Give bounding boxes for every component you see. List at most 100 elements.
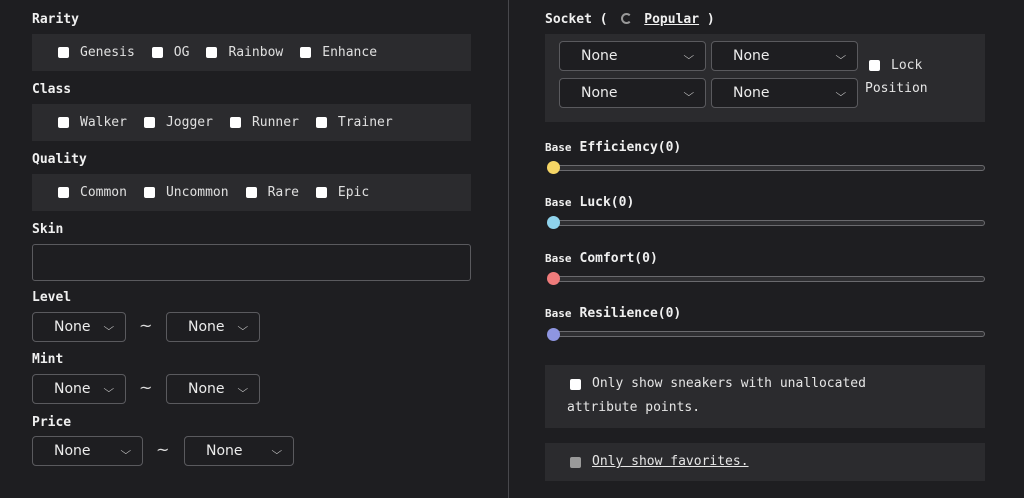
checkbox-box[interactable]: [206, 47, 218, 58]
checkbox-box[interactable]: [315, 187, 327, 198]
popular-link[interactable]: Popular: [644, 12, 700, 27]
checkbox-box[interactable]: [315, 117, 327, 128]
skin-label: Skin: [32, 222, 64, 237]
favorites-panel: [545, 443, 985, 481]
favorites-checkbox[interactable]: Only show favorites.: [570, 450, 749, 474]
slider-comfort-title: Base Comfort(0): [545, 251, 658, 266]
slider-name: Resilience(0): [579, 306, 682, 321]
class-runner-checkbox[interactable]: Runner: [229, 115, 299, 130]
quality-common-checkbox[interactable]: Common: [58, 185, 127, 200]
unallocated-panel: [545, 365, 985, 428]
unallocated-label-line2: attribute points.: [567, 400, 701, 415]
chevron-down-icon: ⌵: [683, 87, 695, 99]
checkbox-box[interactable]: [570, 456, 581, 468]
socket-open-paren: (: [599, 12, 608, 27]
unallocated-label-line1: Only show sneakers with unallocated: [592, 376, 866, 391]
slider-prefix: Base: [545, 252, 572, 265]
checkbox-box[interactable]: [245, 187, 257, 198]
level-label: Level: [32, 290, 72, 305]
position-label: Position: [865, 81, 928, 96]
slider-efficiency-thumb[interactable]: [547, 161, 560, 174]
class-walker-checkbox[interactable]: Walker: [58, 115, 127, 130]
socket-select-1[interactable]: None⌵: [559, 41, 706, 71]
price-label: Price: [32, 415, 72, 430]
chevron-down-icon: ⌵: [835, 87, 847, 99]
slider-prefix: Base: [545, 307, 572, 320]
slider-comfort-thumb[interactable]: [547, 272, 560, 285]
mint-label: Mint: [32, 352, 64, 367]
checkbox-box[interactable]: [58, 117, 69, 128]
quality-options: Common Uncommon Rare Epic: [58, 185, 386, 200]
slider-luck-thumb[interactable]: [547, 216, 560, 229]
checkbox-box[interactable]: [143, 187, 155, 198]
checkbox-box[interactable]: [151, 47, 163, 58]
slider-efficiency-title: Base Efficiency(0): [545, 140, 681, 155]
class-label: Class: [32, 82, 72, 97]
chevron-down-icon: ⌵: [103, 383, 115, 395]
rarity-enhance-checkbox[interactable]: Enhance: [300, 45, 377, 60]
favorites-label[interactable]: Only show favorites.: [592, 454, 749, 469]
checkbox-box[interactable]: [300, 47, 312, 58]
chevron-down-icon: ⌵: [237, 321, 249, 333]
rarity-options-panel: [32, 34, 471, 71]
slider-resilience-track[interactable]: [553, 331, 985, 337]
class-options-panel: [32, 104, 471, 141]
column-divider: [508, 0, 509, 498]
level-from-select[interactable]: None⌵: [32, 312, 126, 342]
mint-from-select[interactable]: None⌵: [32, 374, 126, 404]
class-options: Walker Jogger Runner Trainer: [58, 115, 410, 130]
chevron-down-icon: ⌵: [237, 383, 249, 395]
socket-label: Socket: [545, 12, 592, 27]
quality-uncommon-checkbox[interactable]: Uncommon: [143, 185, 229, 200]
slider-luck-title: Base Luck(0): [545, 195, 634, 210]
lock-label: Lock: [891, 58, 923, 73]
rarity-og-checkbox[interactable]: OG: [151, 45, 189, 60]
slider-prefix: Base: [545, 196, 572, 209]
rarity-genesis-checkbox[interactable]: Genesis: [58, 45, 135, 60]
slider-resilience-thumb[interactable]: [547, 328, 560, 341]
chevron-down-icon: ⌵: [120, 445, 132, 457]
chevron-down-icon: ⌵: [683, 50, 695, 62]
refresh-icon: [621, 13, 633, 24]
price-range-separator: ~: [156, 440, 170, 459]
socket-select-4[interactable]: None⌵: [711, 78, 858, 108]
rarity-options: Genesis OG Rainbow Enhance: [58, 45, 394, 60]
class-jogger-checkbox[interactable]: Jogger: [143, 115, 213, 130]
checkbox-box[interactable]: [58, 187, 69, 198]
checkbox-box[interactable]: [869, 60, 880, 71]
chevron-down-icon: ⌵: [271, 445, 283, 457]
level-to-select[interactable]: None⌵: [166, 312, 260, 342]
socket-close-paren: ): [706, 12, 715, 27]
socket-select-2[interactable]: None⌵: [711, 41, 858, 71]
checkbox-box[interactable]: [143, 117, 155, 128]
checkbox-box[interactable]: [58, 47, 69, 58]
mint-to-select[interactable]: None⌵: [166, 374, 260, 404]
slider-prefix: Base: [545, 141, 572, 154]
chevron-down-icon: ⌵: [835, 50, 847, 62]
lock-position-checkbox[interactable]: Lock: [869, 58, 922, 73]
chevron-down-icon: ⌵: [103, 321, 115, 333]
slider-name: Comfort(0): [579, 251, 658, 266]
slider-resilience-title: Base Resilience(0): [545, 306, 681, 321]
slider-comfort-track[interactable]: [553, 276, 985, 282]
skin-input[interactable]: [32, 244, 471, 281]
checkbox-box[interactable]: [229, 117, 241, 128]
quality-label: Quality: [32, 152, 87, 167]
level-range-separator: ~: [139, 316, 153, 335]
slider-luck-track[interactable]: [553, 220, 985, 226]
rarity-rainbow-checkbox[interactable]: Rainbow: [206, 45, 283, 60]
price-to-select[interactable]: None⌵: [184, 436, 294, 466]
slider-name: Efficiency(0): [579, 140, 682, 155]
mint-range-separator: ~: [139, 378, 153, 397]
socket-select-3[interactable]: None⌵: [559, 78, 706, 108]
slider-efficiency-track[interactable]: [553, 165, 985, 171]
unallocated-checkbox[interactable]: Only show sneakers with unallocated: [570, 372, 866, 396]
slider-name: Luck(0): [579, 195, 635, 210]
class-trainer-checkbox[interactable]: Trainer: [315, 115, 393, 130]
checkbox-box[interactable]: [570, 378, 581, 390]
quality-epic-checkbox[interactable]: Epic: [315, 185, 369, 200]
rarity-label: Rarity: [32, 12, 79, 27]
socket-label-row: Socket ( Popular ): [545, 12, 715, 27]
quality-rare-checkbox[interactable]: Rare: [245, 185, 299, 200]
price-from-select[interactable]: None⌵: [32, 436, 143, 466]
